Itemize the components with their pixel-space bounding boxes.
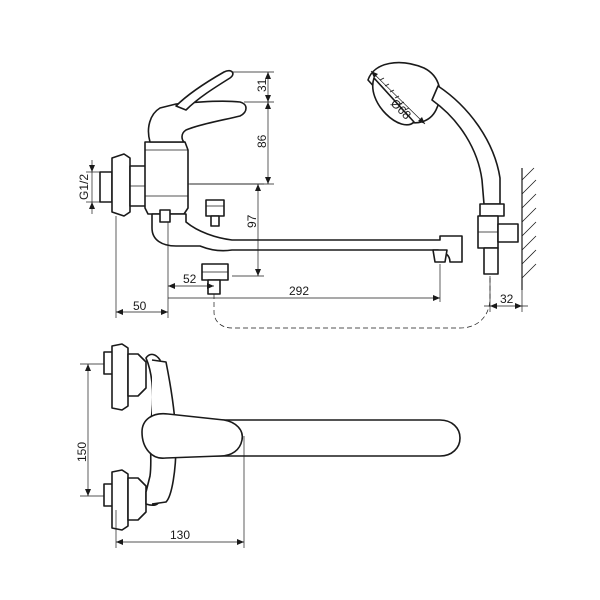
spout <box>151 213 463 263</box>
shower-holder <box>477 203 519 275</box>
lever-handle <box>147 69 247 143</box>
valve-body <box>144 141 189 215</box>
side-dimensions: 31 86 97 G1/2 52 292 50 <box>77 71 528 318</box>
top-view <box>103 343 461 531</box>
dim-97: 97 <box>245 214 259 228</box>
hand-shower: Ø68 <box>367 61 501 205</box>
dim-292: 292 <box>289 284 309 298</box>
top-dimensions: 150 130 <box>75 363 245 548</box>
dim-86: 86 <box>255 134 269 148</box>
dim-52: 52 <box>183 272 197 286</box>
dim-150: 150 <box>75 442 89 462</box>
wall-section <box>521 167 537 290</box>
diverter-knob <box>205 199 225 227</box>
dim-32: 32 <box>500 292 514 306</box>
side-view <box>99 69 491 329</box>
shower-outlet <box>201 263 229 295</box>
body-connector <box>159 209 171 223</box>
hose-path <box>213 278 491 329</box>
dim-thread: G1/2 <box>77 174 91 200</box>
top-lever <box>141 412 244 459</box>
top-spout <box>175 419 461 457</box>
top-eccentric-lower <box>103 469 147 531</box>
dim-31: 31 <box>255 78 269 92</box>
top-eccentric-upper <box>103 343 147 411</box>
dim-50: 50 <box>133 299 147 313</box>
dim-130: 130 <box>170 528 190 542</box>
